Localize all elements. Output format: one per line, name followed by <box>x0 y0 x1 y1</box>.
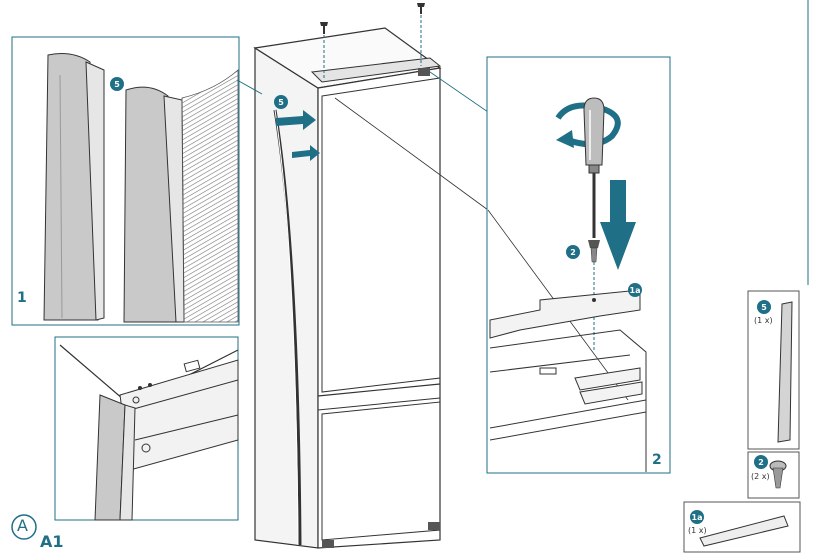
part-screw-badge: 2 <box>754 455 768 469</box>
parts-box-bracket <box>683 501 801 553</box>
seal-detail-badge: 5 <box>110 77 124 91</box>
part-bracket-badge: 1a <box>690 510 704 524</box>
panel-2-number: 2 <box>652 452 662 468</box>
figure-circle <box>11 514 37 540</box>
parts-box-seal <box>747 290 800 450</box>
panel-corner-detail <box>54 336 239 521</box>
seal-main-badge: 5 <box>274 95 288 109</box>
screw-icon <box>320 3 425 34</box>
panel-1-seal-detail <box>11 36 240 326</box>
appliance-body <box>253 10 442 549</box>
push-arrow-icon <box>276 110 320 161</box>
bracket-badge: 1a <box>628 283 642 297</box>
part-seal-badge: 5 <box>757 300 771 314</box>
panel-1-number: 1 <box>17 290 27 306</box>
part-seal-qty: (1 x) <box>754 316 773 325</box>
part-screw-qty: (2 x) <box>751 472 770 481</box>
part-bracket-qty: (1 x) <box>688 526 707 535</box>
panel-2-bracket-mount <box>486 56 671 474</box>
screw-badge: 2 <box>566 245 580 259</box>
figure-code: A1 <box>40 532 64 551</box>
figure-circle-letter: A <box>17 516 28 535</box>
